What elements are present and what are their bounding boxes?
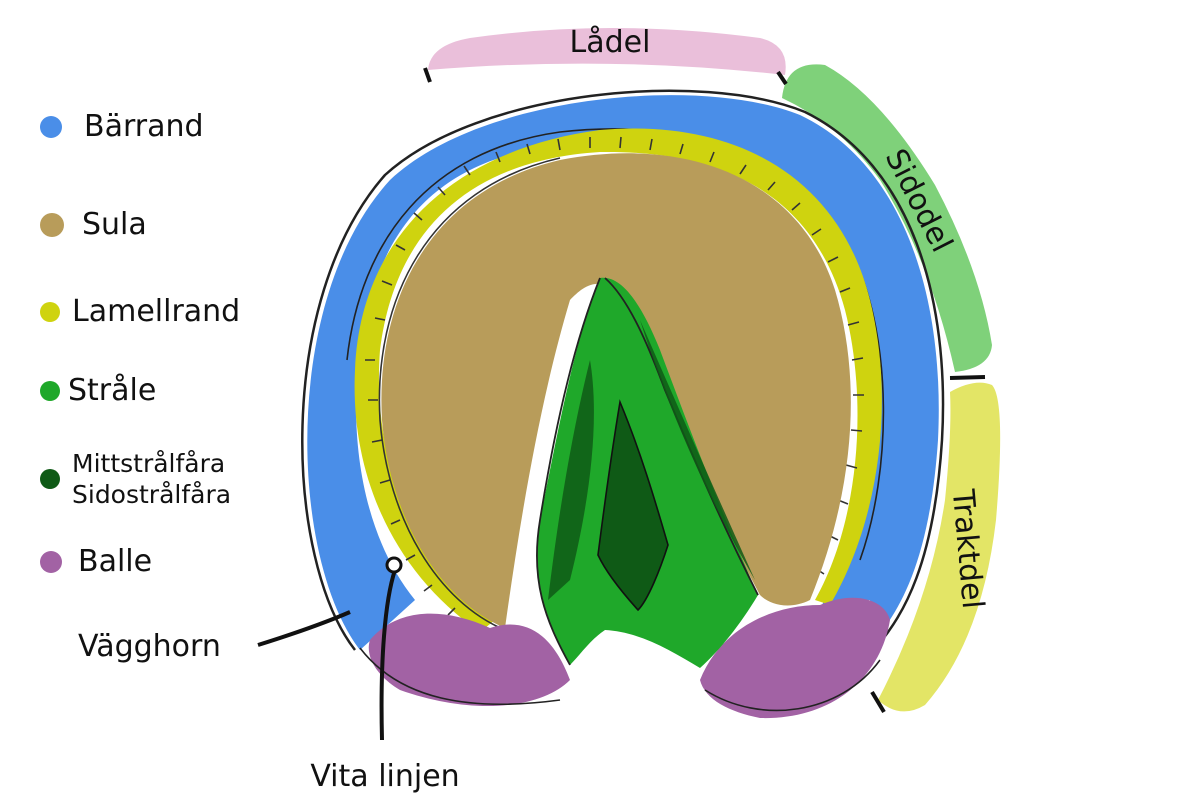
mittstralfara-outline	[597, 399, 669, 612]
legend-label-mittstralfara: Mittstrålfåra	[72, 449, 226, 478]
sula-sole	[381, 153, 851, 628]
legend-label-lamellrand: Lamellrand	[72, 294, 241, 329]
heel-outline	[359, 647, 881, 712]
sula-swatch-icon	[40, 213, 64, 237]
vita-linjen-pointer	[379, 569, 397, 741]
vita-linjen-label: Vita linjen	[310, 759, 459, 794]
strale-swatch-icon	[40, 381, 60, 401]
legend-item-strale: Stråle	[40, 376, 156, 406]
sidostralfara-left	[548, 360, 594, 600]
mittstralfara	[598, 402, 668, 610]
legend-item-stralfara: Mittstrålfåra Sidostrålfåra	[40, 448, 231, 511]
legend-item-lamellrand: Lamellrand	[40, 297, 240, 327]
balle-left	[368, 613, 570, 707]
legend-label-stralfara: Mittstrålfåra Sidostrålfåra	[72, 448, 231, 511]
ladel-divider-right	[776, 70, 788, 86]
stralfara-swatch-icon	[40, 469, 60, 490]
legend-label-sula: Sula	[82, 207, 147, 242]
wall-outline	[301, 89, 945, 651]
vagghorn-label: Vägghorn	[78, 629, 221, 664]
barrand-swatch-icon	[40, 116, 62, 138]
vita-linjen-marker	[385, 556, 403, 574]
vagghorn-pointer	[257, 610, 351, 647]
balle-right	[700, 597, 890, 719]
sidodel-divider	[949, 375, 986, 380]
barrand-wall	[307, 95, 939, 651]
ladel-label: Lådel	[570, 25, 651, 60]
legend: Bärrand Sula Lamellrand Stråle Mittstrål…	[40, 0, 300, 600]
sidodel-region	[782, 64, 992, 372]
legend-label-sidostralfara: Sidostrålfåra	[72, 480, 232, 510]
balle-swatch-icon	[40, 551, 62, 573]
legend-label-balle: Balle	[78, 544, 153, 579]
lamellrand-ticks	[365, 136, 864, 616]
strale-frog	[536, 277, 758, 668]
ladel-region	[428, 28, 786, 75]
legend-item-balle: Balle	[40, 547, 152, 577]
ladel-divider-left	[423, 67, 432, 83]
legend-label-strale: Stråle	[68, 373, 157, 408]
traktdel-region	[878, 382, 1001, 712]
legend-item-sula: Sula	[40, 210, 147, 240]
lamellrand-band	[354, 128, 882, 632]
lamellrand-swatch-icon	[40, 302, 60, 322]
sula-outline	[378, 157, 561, 631]
legend-item-barrand: Bärrand	[40, 112, 204, 142]
legend-label-barrand: Bärrand	[84, 109, 204, 144]
traktdel-divider	[870, 690, 886, 714]
